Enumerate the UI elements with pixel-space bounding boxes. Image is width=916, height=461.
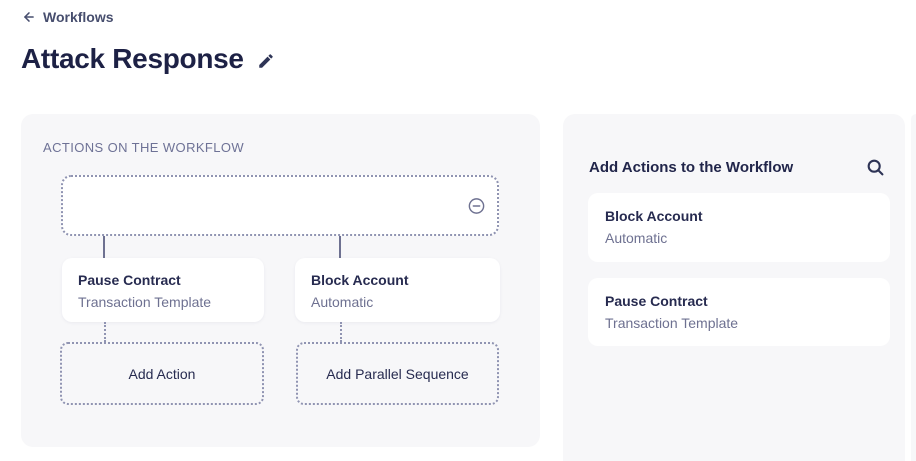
node-title: Pause Contract (78, 272, 181, 288)
search-actions-button[interactable] (865, 157, 886, 178)
add-action-button[interactable]: Add Action (60, 342, 264, 405)
palette-item-title: Pause Contract (605, 293, 708, 309)
pencil-icon (257, 52, 275, 70)
actions-palette-header: Add Actions to the Workflow (589, 157, 886, 178)
dotted-connector-line (340, 322, 342, 342)
title-row: Attack Response (21, 42, 275, 76)
actions-palette-title: Add Actions to the Workflow (589, 159, 794, 176)
back-link-label: Workflows (43, 9, 114, 25)
palette-item-subtitle: Transaction Template (605, 315, 739, 331)
node-subtitle: Automatic (311, 294, 374, 310)
remove-node-button[interactable] (467, 196, 486, 215)
page-title: Attack Response (21, 43, 244, 74)
connector-line (103, 236, 105, 258)
palette-item-title: Block Account (605, 208, 703, 224)
add-parallel-sequence-button[interactable]: Add Parallel Sequence (296, 342, 499, 405)
workflow-section-label: ACTIONS ON THE WORKFLOW (43, 140, 245, 155)
workflow-root-node[interactable] (61, 175, 499, 236)
palette-item-pause-contract[interactable]: Pause Contract Transaction Template (588, 278, 890, 346)
minus-circle-icon (467, 196, 486, 215)
palette-item-block-account[interactable]: Block Account Automatic (588, 193, 890, 262)
palette-item-subtitle: Automatic (605, 230, 668, 246)
actions-palette-panel: Add Actions to the Workflow Block Accoun… (563, 114, 905, 461)
node-title: Block Account (311, 272, 409, 288)
workflow-node-block-account[interactable]: Block Account Automatic (295, 258, 500, 322)
dotted-connector-line (104, 322, 106, 342)
workflow-node-pause-contract[interactable]: Pause Contract Transaction Template (62, 258, 264, 322)
cutoff-panel-sliver (911, 114, 916, 461)
arrow-left-icon (22, 10, 36, 24)
search-icon (865, 157, 886, 178)
edit-title-button[interactable] (257, 52, 275, 70)
connector-line (339, 236, 341, 258)
back-to-workflows-link[interactable]: Workflows (22, 9, 114, 25)
node-subtitle: Transaction Template (78, 294, 212, 310)
workflow-canvas-panel: ACTIONS ON THE WORKFLOW Pause Contract T… (21, 114, 540, 447)
